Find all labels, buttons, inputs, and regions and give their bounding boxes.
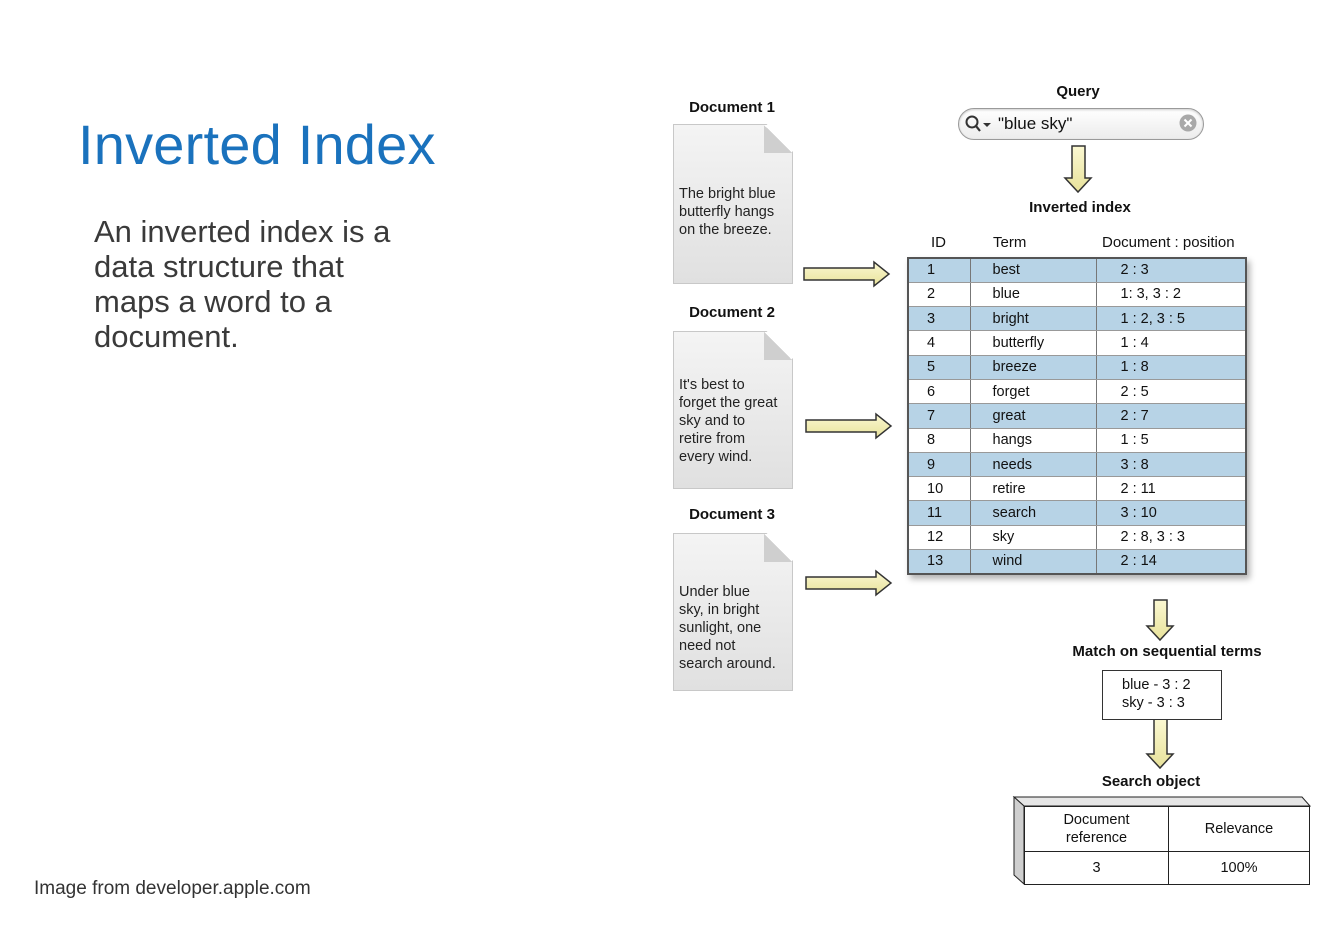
- row-id: 2: [908, 282, 971, 308]
- row-term: retire: [970, 476, 1097, 502]
- row-doc-position: 1 : 8: [1096, 355, 1247, 380]
- row-term: best: [970, 258, 1097, 283]
- match-line-sky: sky - 3 : 3: [1122, 695, 1185, 711]
- column-header-document-position: Document : position: [1102, 234, 1235, 251]
- row-id: 1: [908, 258, 971, 283]
- column-header-id: ID: [931, 234, 946, 251]
- column-header-term: Term: [993, 234, 1027, 251]
- row-doc-position: 2 : 3: [1096, 258, 1247, 283]
- arrow-right-icon: [805, 412, 893, 440]
- search-object-label: Search object: [1101, 773, 1201, 790]
- document-1-label: Document 1: [689, 99, 775, 116]
- query-value: "blue sky": [998, 114, 1073, 133]
- document-2-text: It's best to forget the great sky and to…: [679, 377, 778, 465]
- inverted-index-label: Inverted index: [1029, 199, 1131, 216]
- row-id: 9: [908, 452, 971, 478]
- search-object-table: Document reference Relevance 3 100%: [1024, 806, 1310, 885]
- row-term: great: [970, 403, 1097, 429]
- arrow-right-icon: [805, 569, 893, 597]
- row-term: needs: [970, 452, 1097, 478]
- row-doc-position: 3 : 8: [1096, 452, 1247, 478]
- row-term: breeze: [970, 355, 1097, 380]
- document-1-text: The bright blue butterfly hangs on the b…: [679, 186, 776, 238]
- row-id: 5: [908, 355, 971, 380]
- row-term: sky: [970, 525, 1097, 551]
- document-2-label: Document 2: [689, 304, 775, 321]
- row-id: 12: [908, 525, 971, 551]
- page-fold-icon: [764, 332, 792, 360]
- slide-description: An inverted index is a data structure th…: [94, 214, 391, 354]
- arrow-down-icon: [1145, 718, 1175, 770]
- row-id: 10: [908, 476, 971, 502]
- slide-title: Inverted Index: [78, 113, 436, 176]
- row-doc-position: 2 : 8, 3 : 3: [1096, 525, 1247, 551]
- row-doc-position: 2 : 7: [1096, 403, 1247, 429]
- row-doc-position: 3 : 10: [1096, 500, 1247, 526]
- query-search-field[interactable]: [958, 108, 1204, 140]
- clear-icon[interactable]: [1178, 113, 1198, 133]
- relevance-value: 100%: [1168, 851, 1310, 885]
- row-id: 3: [908, 306, 971, 332]
- arrow-right-icon: [803, 260, 891, 288]
- match-box: blue - 3 : 2 sky - 3 : 3: [1102, 670, 1222, 720]
- document-3-text: Under blue sky, in bright sunlight, one …: [679, 584, 776, 672]
- row-id: 4: [908, 330, 971, 356]
- row-term: wind: [970, 549, 1097, 575]
- row-term: forget: [970, 379, 1097, 405]
- document-reference-value: 3: [1024, 851, 1169, 885]
- document-reference-header: Document reference: [1024, 806, 1169, 852]
- row-doc-position: 1 : 2, 3 : 5: [1096, 306, 1247, 332]
- row-id: 8: [908, 428, 971, 453]
- page-fold-icon: [764, 125, 792, 153]
- arrow-down-icon: [1063, 145, 1093, 194]
- query-label: Query: [1056, 83, 1100, 100]
- page-fold-icon: [764, 534, 792, 562]
- relevance-header: Relevance: [1168, 806, 1310, 852]
- row-doc-position: 2 : 5: [1096, 379, 1247, 405]
- search-icon: [965, 115, 991, 132]
- row-doc-position: 1 : 4: [1096, 330, 1247, 356]
- row-doc-position: 2 : 14: [1096, 549, 1247, 575]
- row-term: bright: [970, 306, 1097, 332]
- row-doc-position: 2 : 11: [1096, 476, 1247, 502]
- search-object-top-face: [1012, 796, 1312, 807]
- row-doc-position: 1 : 5: [1096, 428, 1247, 453]
- row-id: 6: [908, 379, 971, 405]
- match-line-blue: blue - 3 : 2: [1122, 677, 1191, 693]
- document-3-label: Document 3: [689, 506, 775, 523]
- search-object-side-face: [1013, 795, 1025, 886]
- row-id: 7: [908, 403, 971, 429]
- row-id: 13: [908, 549, 971, 575]
- row-term: search: [970, 500, 1097, 526]
- match-label: Match on sequential terms: [1072, 643, 1262, 660]
- row-doc-position: 1: 3, 3 : 2: [1096, 282, 1247, 308]
- row-term: hangs: [970, 428, 1097, 453]
- row-term: blue: [970, 282, 1097, 308]
- arrow-down-icon: [1145, 599, 1175, 642]
- row-term: butterfly: [970, 330, 1097, 356]
- row-id: 11: [908, 500, 971, 526]
- image-credit: Image from developer.apple.com: [34, 878, 311, 899]
